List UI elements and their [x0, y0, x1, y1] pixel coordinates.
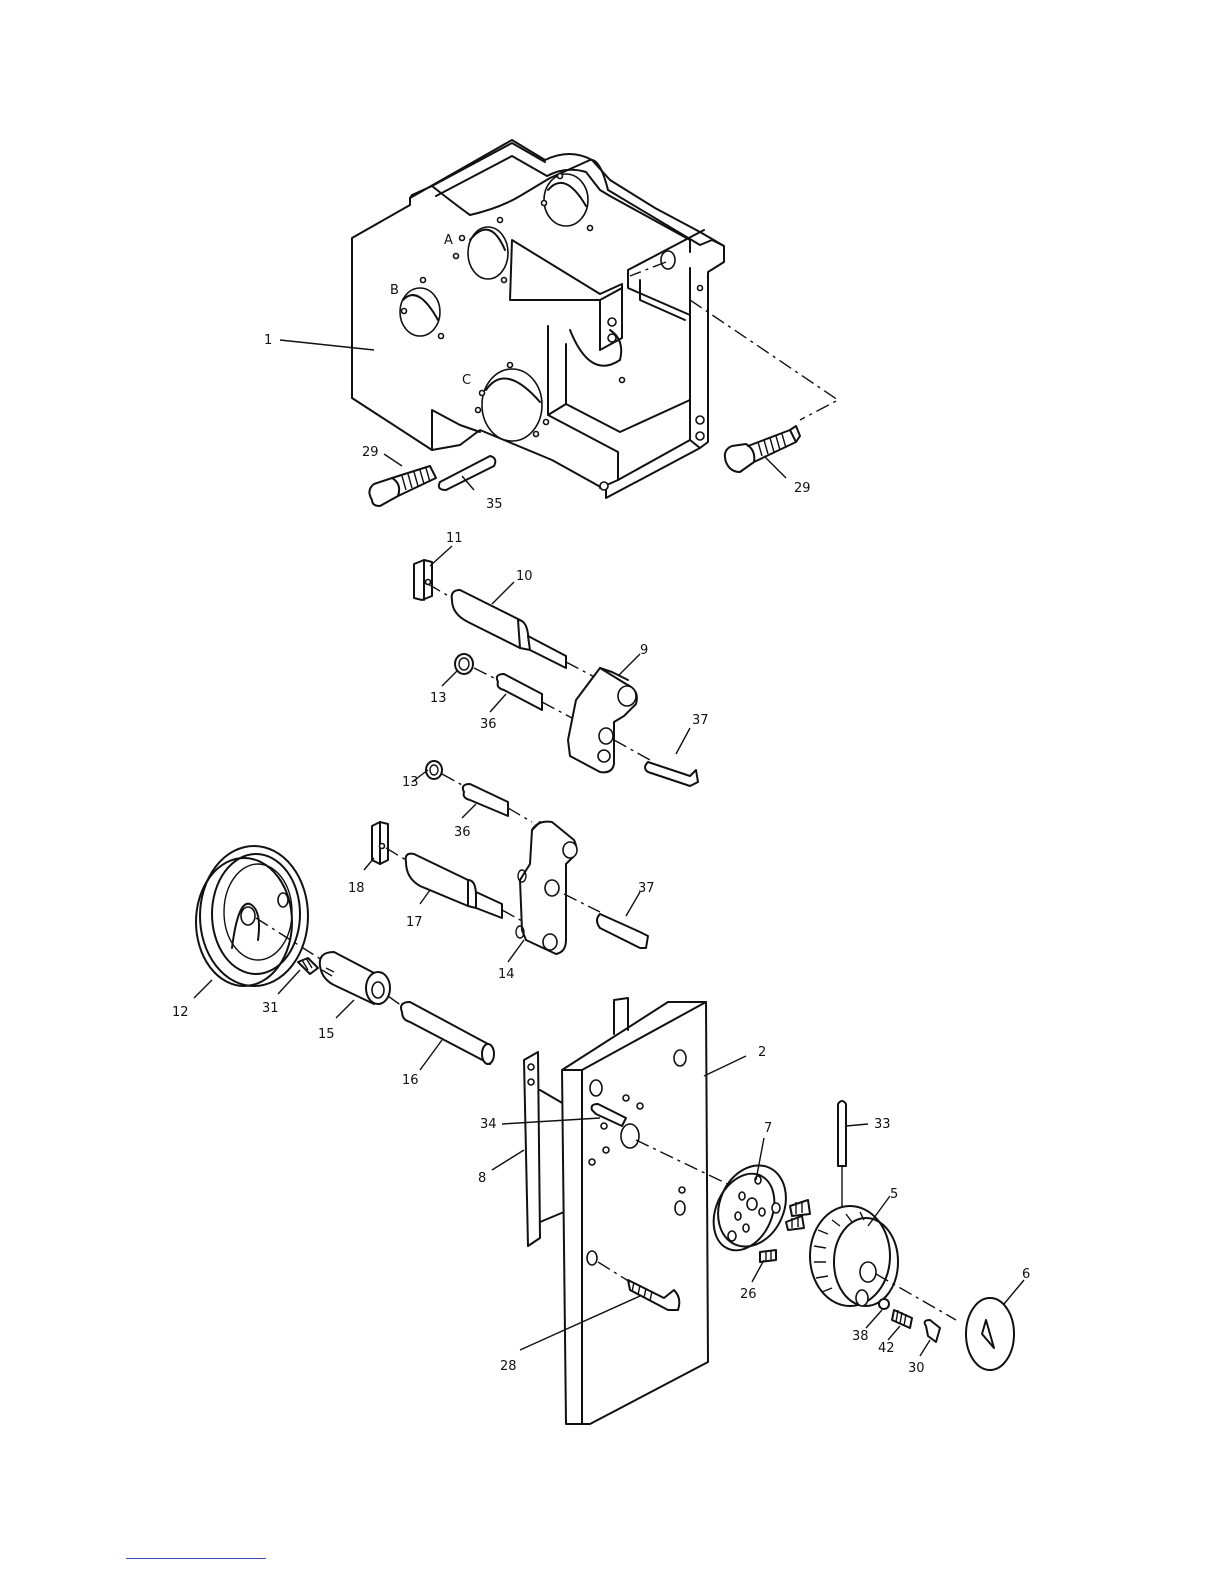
spring	[892, 1310, 912, 1328]
knob-cap	[966, 1298, 1014, 1370]
label-part-29-left: 29	[362, 445, 379, 460]
bore-label-a: A	[444, 233, 453, 248]
label-part-17: 17	[406, 915, 423, 930]
bore-label-b: B	[390, 283, 399, 298]
lower-shaft	[386, 848, 524, 922]
bore-label-c: C	[462, 373, 471, 388]
ball	[879, 1299, 889, 1309]
label-part-36-lower: 36	[454, 825, 471, 840]
gasket	[524, 1052, 564, 1246]
roller-lower	[426, 761, 442, 779]
label-part-31: 31	[262, 1001, 279, 1016]
label-part-1: 1	[264, 333, 272, 348]
lever-pin-lower	[597, 914, 648, 948]
label-part-10: 10	[516, 569, 533, 584]
upper-lever	[568, 668, 637, 772]
label-part-13-upper: 13	[430, 691, 447, 706]
hub	[320, 952, 390, 1004]
label-part-18: 18	[348, 881, 365, 896]
housing-bolt-right	[725, 426, 800, 472]
label-part-14: 14	[498, 967, 515, 982]
label-part-7: 7	[764, 1121, 772, 1136]
label-part-16: 16	[402, 1073, 419, 1088]
label-part-6: 6	[1022, 1267, 1030, 1282]
lever-pin-upper	[645, 762, 698, 786]
label-part-26: 26	[740, 1287, 757, 1302]
label-part-35: 35	[486, 497, 503, 512]
label-part-11: 11	[446, 531, 463, 546]
label-part-28: 28	[500, 1359, 517, 1374]
label-part-15: 15	[318, 1027, 335, 1042]
index-plate	[702, 1155, 798, 1260]
label-part-33: 33	[874, 1117, 891, 1132]
housing-pin	[439, 456, 495, 490]
upper-shaft	[428, 584, 600, 680]
set-screw	[298, 958, 318, 974]
lower-key	[372, 822, 388, 864]
label-part-2: 2	[758, 1045, 766, 1060]
upper-key	[414, 560, 432, 600]
label-part-13-lower: 13	[402, 775, 419, 790]
label-part-5: 5	[890, 1187, 898, 1202]
label-part-38: 38	[852, 1329, 869, 1344]
long-shaft	[388, 996, 494, 1064]
label-part-8: 8	[478, 1171, 486, 1186]
label-part-36-upper: 36	[480, 717, 497, 732]
label-part-12: 12	[172, 1005, 189, 1020]
label-part-29-right: 29	[794, 481, 811, 496]
footnote-rule	[126, 1558, 266, 1559]
housing-bolt-left	[369, 466, 436, 506]
label-part-37-lower: 37	[638, 881, 655, 896]
label-part-37-upper: 37	[692, 713, 709, 728]
label-part-34: 34	[480, 1117, 497, 1132]
plunger	[925, 1320, 940, 1342]
lower-lever	[516, 822, 600, 954]
front-plate	[562, 998, 740, 1424]
label-part-9: 9	[640, 643, 648, 658]
label-part-30: 30	[908, 1361, 925, 1376]
label-part-42: 42	[878, 1341, 895, 1356]
pin-lower	[442, 774, 532, 822]
